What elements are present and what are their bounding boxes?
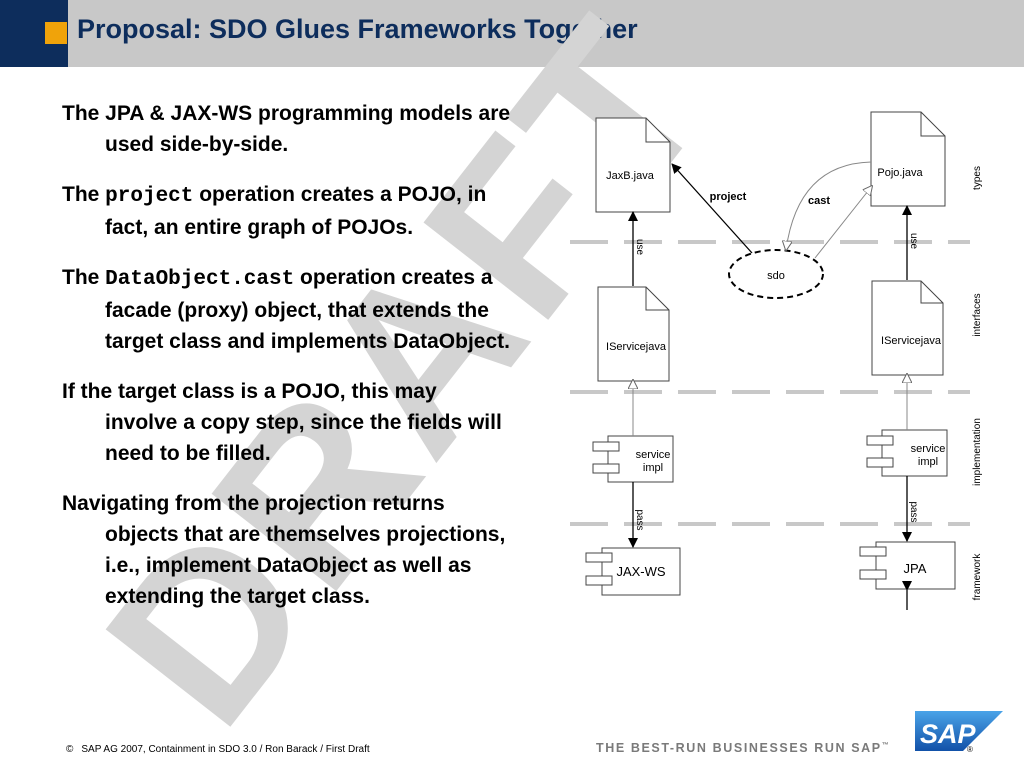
component-jpa: JPA [859,541,956,590]
doc-iservice-left: IServicejava [597,286,670,382]
tagline-trademark: ™ [881,741,889,749]
edge-label-pass-left: pass [634,509,645,530]
edge-label-use-left: use [634,239,645,256]
doc-iservice-right: IServicejava [871,280,944,376]
copyright-symbol: © [66,744,74,755]
connectors [628,161,912,610]
bullet-item: If the target class is a POJO, this may … [62,376,512,469]
edge-label-use-right: use [908,233,919,250]
sap-logo: SAP ® [915,711,1003,754]
doc-iservice-left-label: IServicejava [606,341,667,353]
bullet-list: The JPA & JAX-WS programming models are … [62,98,512,631]
jaxws-label: JAX-WS [616,564,665,579]
bullet-item: The DataObject.cast operation creates a … [62,262,512,357]
doc-iservice-right-label: IServicejava [881,335,942,347]
bullet-text: Navigating from the projection returns o… [62,492,506,608]
edge-label-project: project [710,191,747,203]
sap-logo-text: SAP [920,719,977,749]
bullet-text: The [62,266,106,289]
layer-label-framework: framework [972,553,983,601]
bullet-item: Navigating from the projection returns o… [62,488,512,612]
doc-pojo-label: Pojo.java [877,167,923,179]
edge-label-cast: cast [808,195,830,207]
component-jaxws: JAX-WS [585,547,681,596]
bullet-text: If the target class is a POJO, this may … [62,380,502,465]
edge-cast-generalize [814,186,872,259]
bullet-text: The [62,183,106,206]
code-term: project [105,185,194,208]
footer-text: SAP AG 2007, Containment in SDO 3.0 / Ro… [81,744,370,755]
service-impl-right-line2: impl [918,456,938,468]
jpa-label: JPA [904,561,927,576]
bullet-text: operation creates a facade (proxy) objec… [105,266,510,353]
bullet-item: The project operation creates a POJO, in… [62,179,512,243]
tagline: THE BEST-RUN BUSINESSES RUN SAP™ [596,741,889,755]
layer-label-implementation: implementation [972,418,983,486]
tagline-text: THE BEST-RUN BUSINESSES RUN SAP [596,741,882,755]
title-bar [0,0,1024,67]
sap-logo-registered: ® [967,745,973,754]
edge-project [671,163,753,254]
layer-label-types: types [972,166,983,190]
service-impl-right-line1: service [911,443,946,455]
doc-jaxb: JaxB.java [595,117,671,213]
slide-title: Proposal: SDO Glues Frameworks Together [77,14,638,44]
code-term: DataObject.cast [105,268,295,291]
architecture-diagram: JaxB.java Pojo.java IServicejava IServic… [570,111,983,610]
doc-jaxb-label: JaxB.java [606,170,655,182]
bullet-item: The JPA & JAX-WS programming models are … [62,98,512,160]
doc-pojo: Pojo.java [870,111,946,207]
bullet-text: The JPA & JAX-WS programming models are … [62,102,511,156]
sdo-label: sdo [767,270,785,282]
component-service-impl-left: service impl [592,435,674,483]
sdo-node: sdo [728,249,824,299]
title-accent-square [45,22,67,44]
service-impl-left-line1: service [636,449,671,461]
footer: © SAP AG 2007, Containment in SDO 3.0 / R… [66,744,370,755]
layer-label-interfaces: interfaces [972,293,983,336]
service-impl-left-line2: impl [643,462,663,474]
edge-cast-curve [786,161,872,250]
layer-separators [570,240,970,526]
component-service-impl-right: service impl [866,429,948,477]
edge-label-pass-right: pass [908,501,919,522]
bullet-text: operation creates a POJO, in fact, an en… [105,183,487,239]
